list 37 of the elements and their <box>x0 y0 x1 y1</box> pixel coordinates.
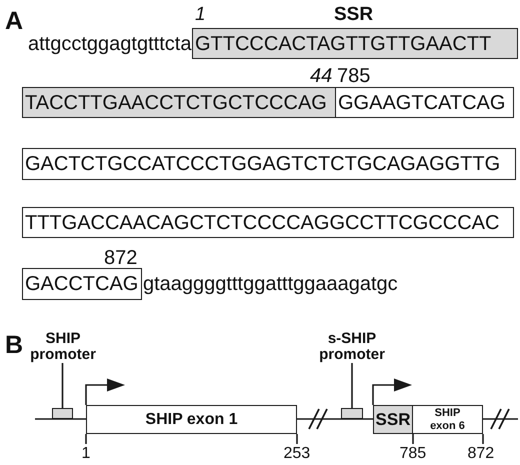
sequence-box <box>336 87 514 118</box>
position-number: 785 <box>337 66 370 86</box>
promoter-label: SHIP promoter <box>26 331 100 363</box>
exon-label: SHIP exon 1 <box>145 412 238 428</box>
sequence-text: TTTGACCAACAGCTCTCCCCAGGCCTTCGCCCAC <box>25 212 500 232</box>
sequence-box <box>22 268 142 300</box>
ssr-region-box <box>373 405 413 434</box>
sequence-box <box>22 148 516 180</box>
region-label: SSR <box>376 411 410 428</box>
ssr-sequence-box <box>22 87 336 118</box>
promoter-label: s-SHIP promoter <box>314 331 390 363</box>
sequence-box <box>22 207 514 238</box>
position-number: 44 <box>310 66 332 86</box>
sequence-text: GACCTCAG <box>25 274 138 294</box>
position-number: 253 <box>284 446 310 462</box>
position-number: 872 <box>468 446 494 462</box>
sequence-text: TACCTTGAACCTCTGCTCCCAG <box>25 92 327 112</box>
position-number: 1 <box>195 5 206 24</box>
sequence-text: GGAAGTCATCAG <box>338 92 506 112</box>
panel-letter: A <box>5 9 24 34</box>
sequence-text: GTTCCCACTAGTTGTTGAACTT <box>195 34 492 54</box>
position-number: 872 <box>104 248 138 268</box>
leader-line <box>351 363 353 408</box>
flanking-sequence: attgcctggagtgtttcta <box>28 34 192 54</box>
ssr-sequence-box <box>192 28 518 59</box>
exon-label: SHIP exon 6 <box>429 406 466 432</box>
promoter-box <box>341 408 363 419</box>
flanking-sequence: gtaaggggtttggatttggaaagatgc <box>143 274 398 294</box>
position-number: 1 <box>82 446 90 462</box>
sequence-text: GACTCTGCCATCCCTGGAGTCTCTGCAGAGGTTG <box>25 154 500 174</box>
exon-box <box>413 405 483 434</box>
leader-line <box>62 363 64 408</box>
promoter-box <box>52 408 73 419</box>
region-label: SSR <box>334 5 374 24</box>
position-number: 785 <box>400 446 426 462</box>
panel-letter: B <box>5 333 24 358</box>
exon-box <box>86 405 297 434</box>
